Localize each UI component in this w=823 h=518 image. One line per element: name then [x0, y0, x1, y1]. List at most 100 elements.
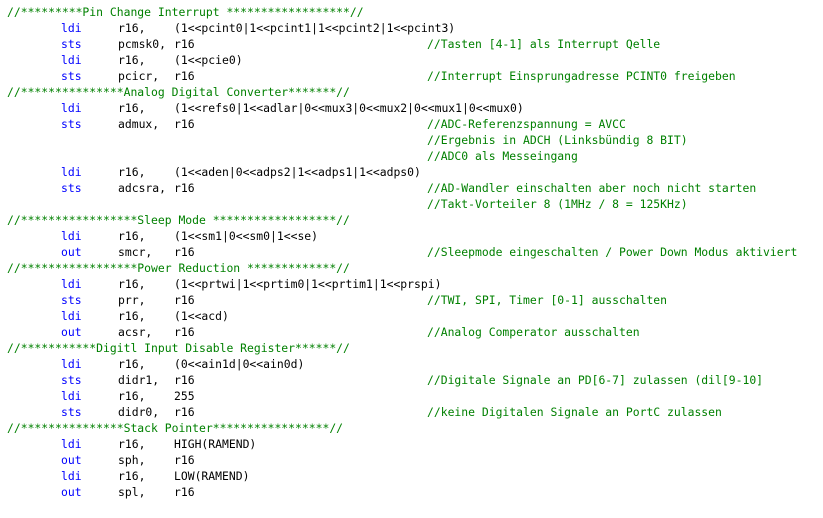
instruction-operand-2: r16: [174, 69, 195, 83]
instruction-mnemonic: ldi: [61, 21, 82, 35]
instruction-operand-2: (1<<prtwi|1<<prtim0|1<<prtim1|1<<prspi): [174, 277, 442, 291]
instruction-operand-1: r16,: [118, 229, 146, 243]
instruction-mnemonic: ldi: [61, 469, 82, 483]
instruction-mnemonic: ldi: [61, 229, 82, 243]
instruction-operand-2: HIGH(RAMEND): [174, 437, 257, 451]
instruction-operand-2: r16: [174, 405, 195, 419]
instruction-operand-2: (0<<ain1d|0<<ain0d): [174, 357, 305, 371]
line-comment: //TWI, SPI, Timer [0-1] ausschalten: [427, 293, 668, 307]
instruction-operand-2: r16: [174, 373, 195, 387]
line-comment: //Takt-Vorteiler 8 (1MHz / 8 = 125KHz): [427, 197, 688, 211]
instruction-operand-1: pcmsk0,: [118, 37, 167, 51]
line-comment: //Tasten [4-1] als Interrupt Qelle: [427, 37, 661, 51]
instruction-mnemonic: ldi: [61, 101, 82, 115]
code-line: sts didr1, r16 //Digitale Signale an PD[6-7…: [0, 372, 823, 388]
instruction-mnemonic: out: [61, 325, 82, 339]
line-comment: //AD-Wandler einschalten aber noch nicht…: [427, 181, 757, 195]
instruction-operand-2: (1<<pcint0|1<<pcint1|1<<pcint2|1<<pcint3…: [174, 21, 456, 35]
code-line: //ADC0 als Messeingang: [0, 148, 823, 164]
instruction-operand-1: didr1,: [118, 373, 160, 387]
instruction-mnemonic: sts: [61, 181, 82, 195]
code-line: ldi r16, (1<<refs0|1<<adlar|0<<mux3|0<<mux…: [0, 100, 823, 116]
instruction-operand-2: r16: [174, 245, 195, 259]
instruction-mnemonic: sts: [61, 373, 82, 387]
instruction-mnemonic: out: [61, 485, 82, 499]
instruction-operand-2: (1<<pcie0): [174, 53, 243, 67]
section-header-comment: //***********Digitl Input Disable Regist…: [7, 341, 350, 355]
instruction-operand-1: admux,: [118, 117, 160, 131]
instruction-operand-2: 255: [174, 389, 195, 403]
instruction-mnemonic: ldi: [61, 357, 82, 371]
line-comment: //ADC-Referenzspannung = AVCC: [427, 117, 626, 131]
code-line: ldi r16, (1<<pcint0|1<<pcint1|1<<pcint2|1<…: [0, 20, 823, 36]
instruction-mnemonic: out: [61, 245, 82, 259]
instruction-operand-2: (1<<aden|0<<adps2|1<<adps1|1<<adps0): [174, 165, 421, 179]
section-header-comment: //***************Analog Digital Converte…: [7, 85, 350, 99]
instruction-operand-1: smcr,: [118, 245, 153, 259]
instruction-operand-1: r16,: [118, 469, 146, 483]
instruction-operand-1: r16,: [118, 309, 146, 323]
instruction-operand-2: r16: [174, 37, 195, 51]
instruction-operand-1: r16,: [118, 53, 146, 67]
code-line: sts prr, r16 //TWI, SPI, Timer [0-1] aussch…: [0, 292, 823, 308]
instruction-operand-1: r16,: [118, 21, 146, 35]
instruction-operand-2: r16: [174, 485, 195, 499]
code-line-section-header: //*********Pin Change Interrupt ********…: [0, 4, 823, 20]
section-header-comment: //*********Pin Change Interrupt ********…: [7, 5, 364, 19]
code-line: ldi r16, HIGH(RAMEND): [0, 436, 823, 452]
instruction-mnemonic: ldi: [61, 165, 82, 179]
instruction-operand-1: r16,: [118, 389, 146, 403]
instruction-mnemonic: sts: [61, 37, 82, 51]
instruction-operand-1: prr,: [118, 293, 146, 307]
instruction-operand-1: didr0,: [118, 405, 160, 419]
code-line-section-header: //***************Stack Pointer**********…: [0, 420, 823, 436]
instruction-operand-1: adcsra,: [118, 181, 167, 195]
instruction-operand-1: spl,: [118, 485, 146, 499]
instruction-operand-1: acsr,: [118, 325, 153, 339]
instruction-mnemonic: out: [61, 453, 82, 467]
code-line: sts admux, r16 //ADC-Referenzspannung = AVC…: [0, 116, 823, 132]
line-comment: //ADC0 als Messeingang: [427, 149, 578, 163]
instruction-mnemonic: ldi: [61, 389, 82, 403]
section-header-comment: //***************Stack Pointer**********…: [7, 421, 344, 435]
line-comment: //Digitale Signale an PD[6-7] zulassen (…: [427, 373, 764, 387]
instruction-operand-1: r16,: [118, 277, 146, 291]
line-comment: //Analog Comperator ausschalten: [427, 325, 640, 339]
instruction-mnemonic: sts: [61, 293, 82, 307]
instruction-operand-2: (1<<refs0|1<<adlar|0<<mux3|0<<mux2|0<<mu…: [174, 101, 524, 115]
instruction-operand-1: r16,: [118, 101, 146, 115]
instruction-operand-2: r16: [174, 293, 195, 307]
instruction-operand-1: sph,: [118, 453, 146, 467]
code-line: ldi r16, 255: [0, 388, 823, 404]
code-line: ldi r16, (1<<aden|0<<adps2|1<<adps1|1<<adp…: [0, 164, 823, 180]
instruction-operand-2: r16: [174, 325, 195, 339]
code-line: ldi r16, LOW(RAMEND): [0, 468, 823, 484]
code-line: out acsr, r16 //Analog Comperator ausschalt…: [0, 324, 823, 340]
instruction-mnemonic: ldi: [61, 277, 82, 291]
instruction-mnemonic: sts: [61, 69, 82, 83]
instruction-operand-2: LOW(RAMEND): [174, 469, 250, 483]
code-line: out spl, r16: [0, 484, 823, 500]
instruction-mnemonic: sts: [61, 117, 82, 131]
code-line: ldi r16, (1<<prtwi|1<<prtim0|1<<prtim1|1<<…: [0, 276, 823, 292]
instruction-operand-1: r16,: [118, 165, 146, 179]
code-line-section-header: //***********Digitl Input Disable Regist…: [0, 340, 823, 356]
code-line: sts pcmsk0, r16 //Tasten [4-1] als Interrup…: [0, 36, 823, 52]
instruction-operand-1: r16,: [118, 437, 146, 451]
code-line-section-header: //*****************Power Reduction *****…: [0, 260, 823, 276]
instruction-mnemonic: ldi: [61, 53, 82, 67]
code-line-section-header: //*****************Sleep Mode **********…: [0, 212, 823, 228]
instruction-mnemonic: ldi: [61, 309, 82, 323]
instruction-mnemonic: ldi: [61, 437, 82, 451]
code-line: //Ergebnis in ADCH (Linksbündig 8 BIT): [0, 132, 823, 148]
instruction-operand-2: r16: [174, 117, 195, 131]
